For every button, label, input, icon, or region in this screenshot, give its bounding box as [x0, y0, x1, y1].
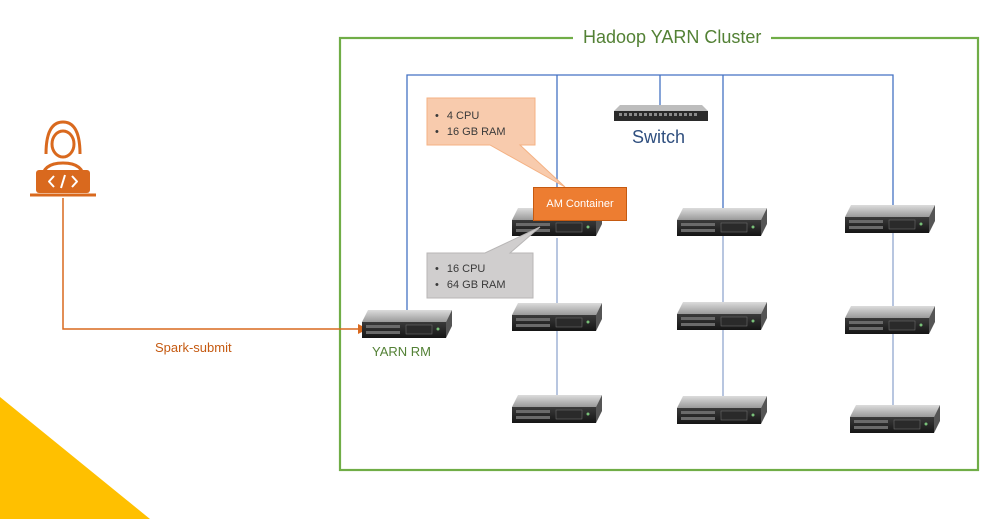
spark-submit-label: Spark-submit: [155, 340, 232, 355]
server-c1: [845, 205, 935, 234]
am-spec-ram: 16 GB RAM: [435, 124, 506, 140]
corner-triangle: [0, 397, 150, 519]
server-b3: [677, 396, 767, 425]
am-spec-list: 4 CPU 16 GB RAM: [435, 108, 506, 140]
node-spec-list: 16 CPU 64 GB RAM: [435, 261, 506, 293]
cluster-title: Hadoop YARN Cluster: [573, 27, 772, 48]
server-a2: [512, 303, 602, 332]
switch-label: Switch: [632, 127, 686, 147]
am-container-label: AM Container: [546, 198, 614, 210]
server-b1: [677, 208, 767, 237]
node-spec-cpu: 16 CPU: [435, 261, 506, 277]
spark-submit-arrow: [62, 198, 360, 330]
server-c3: [850, 405, 940, 434]
network-switch-icon: [614, 105, 708, 121]
am-spec-cpu: 4 CPU: [435, 108, 506, 124]
server-a3: [512, 395, 602, 424]
server-b2: [677, 302, 767, 331]
server-yarn-rm: [362, 310, 452, 339]
node-spec-ram: 64 GB RAM: [435, 277, 506, 293]
server-c2: [845, 306, 935, 335]
developer-laptop-icon: [30, 120, 96, 197]
am-container-box: AM Container: [533, 187, 627, 221]
yarn-rm-label: YARN RM: [372, 344, 431, 359]
